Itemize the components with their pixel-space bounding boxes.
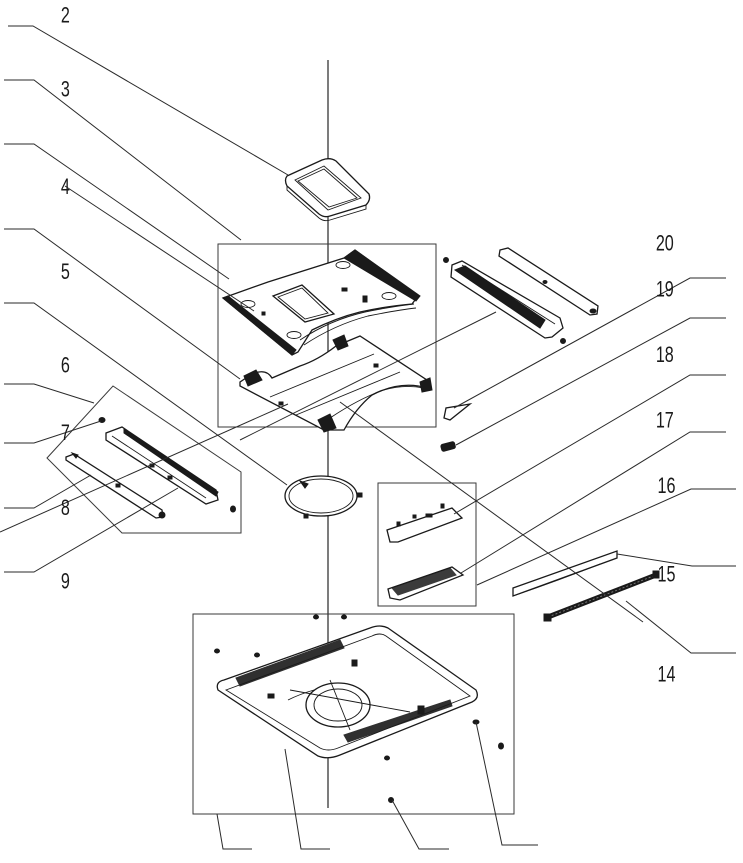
- leader-12: [391, 799, 449, 850]
- part-19-clip: [440, 441, 456, 452]
- callout-14: 14: [658, 663, 676, 687]
- callout-5: 5: [61, 261, 70, 285]
- leader-14-diagonal: [339, 401, 644, 623]
- part-15-strip-cover: [512, 550, 618, 597]
- part-9-side-bracket: [105, 426, 219, 505]
- part-11-base-tray: [216, 625, 478, 759]
- leader-3: [4, 143, 230, 280]
- callout-9: 9: [61, 570, 70, 594]
- callout-7: 7: [61, 422, 70, 446]
- group-box-side-bracket: [46, 385, 242, 534]
- leader-14: [625, 600, 736, 654]
- leader-15: [616, 553, 736, 567]
- leader-5: [4, 302, 288, 486]
- group-box-base: [192, 613, 515, 815]
- part-18-upper-pcb-cover: [386, 503, 464, 543]
- part-side-tray-assembly: [443, 247, 599, 344]
- leader-lines: [0, 25, 736, 850]
- callout-18: 18: [656, 344, 674, 368]
- leader-3-aux: [64, 185, 255, 312]
- part-17-lower-pcb: [387, 566, 465, 601]
- callout-16: 16: [658, 475, 676, 499]
- callout-4: 4: [61, 176, 70, 200]
- leader-17: [460, 431, 726, 574]
- leader-13: [475, 721, 538, 846]
- group-box-control-board: [377, 482, 477, 607]
- part-7-screw-2: [230, 505, 236, 513]
- part-14-cable-harness: [543, 570, 660, 622]
- leader-9: [4, 487, 179, 573]
- callout-20: 20: [656, 232, 674, 256]
- leader-side-tray: [239, 311, 497, 441]
- leader-8-aux: [0, 403, 289, 533]
- part-20-wire-clip: [443, 402, 473, 421]
- leader-10: [216, 813, 252, 850]
- callout-6: 6: [61, 354, 70, 378]
- callout-15: 15: [658, 563, 676, 587]
- callout-3: 3: [61, 78, 70, 102]
- leader-6: [4, 383, 95, 404]
- part-4-lower-plate: [239, 334, 433, 433]
- leader-18: [453, 374, 726, 515]
- leader-20: [453, 277, 726, 409]
- leader-2: [4, 79, 242, 241]
- callout-8: 8: [61, 497, 70, 521]
- part-8-side-rail: [65, 451, 166, 519]
- callout-labels: 1 2 3 4 5 6 7 8 9 10 11 12 13 14 15 16 1…: [61, 4, 676, 687]
- base-screws: [214, 614, 504, 803]
- part-5-seal-ring: [284, 475, 363, 519]
- callout-19: 19: [656, 278, 674, 302]
- leader-1: [8, 25, 289, 176]
- callout-17: 17: [656, 409, 674, 433]
- part-3-upper-plate: [221, 249, 421, 356]
- leader-4: [4, 228, 241, 380]
- part-1-rectangular-gasket: [284, 158, 371, 222]
- callout-2: 2: [61, 4, 70, 28]
- leader-11: [284, 748, 330, 850]
- leader-8: [4, 474, 92, 509]
- leader-19: [455, 317, 726, 446]
- leader-7: [4, 420, 102, 444]
- leader-16: [476, 488, 736, 586]
